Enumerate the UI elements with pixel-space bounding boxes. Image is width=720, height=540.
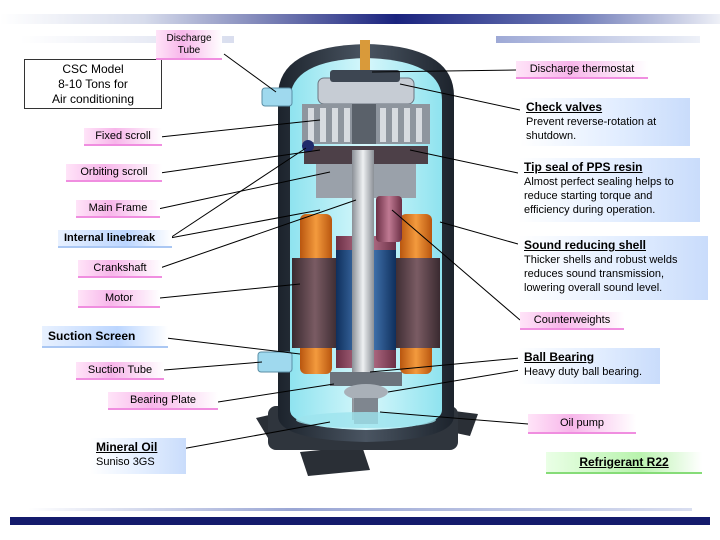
crankshaft-label: Crankshaft bbox=[78, 260, 162, 278]
refrigerant-label: Refrigerant R22 bbox=[546, 452, 702, 474]
ball-bearing-part bbox=[344, 384, 388, 400]
motor-label: Motor bbox=[78, 290, 160, 308]
leader-lines bbox=[157, 53, 529, 451]
counterweight-part bbox=[376, 196, 402, 242]
sound-shell-callout: Sound reducing shell Thicker shells and … bbox=[518, 236, 708, 300]
check-valves-desc-2: shutdown. bbox=[526, 130, 577, 142]
main-frame-label: Main Frame bbox=[76, 200, 160, 218]
discharge-tube-label-line1: Discharge bbox=[166, 33, 212, 44]
model-line-1: CSC Model bbox=[62, 62, 124, 76]
crankshaft-part bbox=[352, 150, 374, 420]
ball-bearing-callout: Ball Bearing Heavy duty ball bearing. bbox=[518, 348, 660, 384]
fixed-scroll-label: Fixed scroll bbox=[84, 128, 162, 146]
discharge-thermostat-label: Discharge thermostat bbox=[516, 61, 648, 79]
check-valves-callout: Check valves Prevent reverse-rotation at… bbox=[520, 98, 690, 146]
bearing-plate-label: Bearing Plate bbox=[108, 392, 218, 410]
orbiting-scroll-label: Orbiting scroll bbox=[66, 164, 162, 182]
check-valves-title: Check valves bbox=[526, 100, 603, 114]
suction-tube-label: Suction Tube bbox=[76, 362, 164, 380]
mineral-oil-sump bbox=[296, 412, 436, 428]
discharge-tube-label: Discharge Tube bbox=[156, 30, 222, 60]
check-valves-desc-1: Prevent reverse-rotation at bbox=[526, 116, 657, 128]
internal-linebreak-label: Internal linebreak bbox=[58, 230, 172, 248]
model-line-3: Air conditioning bbox=[51, 92, 135, 106]
counterweights-label: Counterweights bbox=[520, 312, 624, 330]
model-line-2: 8-10 Tons for bbox=[58, 77, 128, 91]
tip-seal-desc-1: Almost perfect sealing helps to bbox=[524, 176, 674, 188]
bearing-plate-part bbox=[330, 372, 402, 386]
mineral-oil-callout: Mineral Oil Suniso 3GS bbox=[90, 438, 186, 474]
mineral-oil-desc: Suniso 3GS bbox=[96, 456, 155, 468]
tip-seal-title: Tip seal of PPS resin bbox=[524, 160, 643, 174]
suction-screen-label: Suction Screen bbox=[42, 326, 168, 348]
discharge-tube-label-line2: Tube bbox=[177, 45, 201, 56]
mineral-oil-title: Mineral Oil bbox=[96, 440, 158, 454]
oil-pump-label: Oil pump bbox=[528, 414, 636, 434]
motor-stator bbox=[292, 214, 440, 374]
top-accent-bar bbox=[0, 14, 720, 24]
discharge-tube-pipe bbox=[261, 87, 293, 107]
sound-shell-desc-1: Thicker shells and robust welds bbox=[524, 254, 678, 266]
sound-shell-desc-2: reduces sound transmission, bbox=[524, 268, 665, 280]
ball-bearing-desc: Heavy duty ball bearing. bbox=[524, 366, 643, 378]
sound-shell-desc-3: lowering overall sound level. bbox=[524, 282, 663, 294]
internal-linebreak-part bbox=[302, 140, 314, 152]
ball-bearing-title: Ball Bearing bbox=[524, 350, 595, 364]
tip-seal-callout: Tip seal of PPS resin Almost perfect sea… bbox=[518, 158, 700, 222]
suction-tube-pipe bbox=[257, 351, 293, 373]
bottom-accent-bar bbox=[10, 517, 710, 525]
model-info-box: CSC Model 8-10 Tons for Air conditioning bbox=[24, 59, 162, 109]
top-valve-assembly bbox=[317, 40, 415, 105]
fixed-scroll-part bbox=[302, 104, 430, 144]
tip-seal-desc-2: reduce starting torque and bbox=[524, 190, 653, 202]
bottom-gradient-bar bbox=[28, 508, 692, 511]
sound-shell-title: Sound reducing shell bbox=[524, 238, 647, 252]
tip-seal-desc-3: efficiency during operation. bbox=[524, 204, 656, 216]
